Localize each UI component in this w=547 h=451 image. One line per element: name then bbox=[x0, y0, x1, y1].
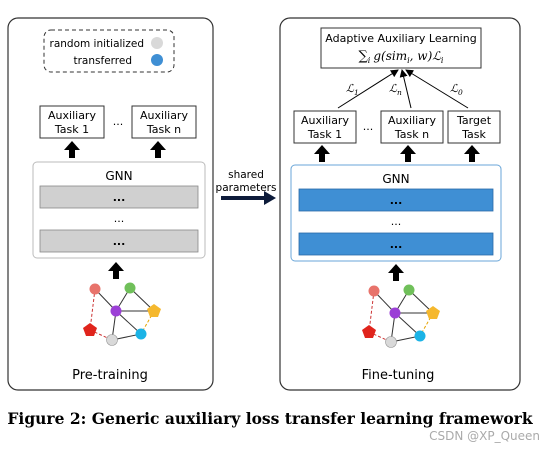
finetune-node-green bbox=[403, 284, 415, 296]
finetune-node-cyan bbox=[414, 330, 426, 342]
finetune-target-box bbox=[447, 110, 501, 144]
pretrain-arrow-up-left bbox=[64, 141, 80, 158]
finetune-arrow-up-target bbox=[464, 145, 480, 162]
finetune-arrow-up-graph bbox=[388, 264, 404, 281]
pretrain-layer-top bbox=[39, 185, 199, 209]
pretrain-node-gray bbox=[106, 334, 118, 346]
loss-arrow-n bbox=[399, 69, 412, 109]
pretrain-taskn-line2: Task n bbox=[146, 123, 181, 136]
pretrain-title: Pre-training bbox=[72, 368, 148, 383]
loss-arrow-1 bbox=[337, 69, 399, 109]
shared-arrow bbox=[221, 191, 276, 205]
pretrain-layer-bottom bbox=[39, 229, 199, 253]
finetune-target-line1: Target bbox=[456, 114, 492, 127]
adaptive-title: Adaptive Auxiliary Learning bbox=[325, 32, 476, 45]
finetune-layer-top bbox=[298, 188, 494, 212]
adaptive-box bbox=[320, 27, 482, 69]
finetune-layer-bottom-dots: ... bbox=[390, 238, 403, 251]
pretrain-arrow-up-right bbox=[150, 141, 166, 158]
finetune-arrow-up-n bbox=[400, 145, 416, 162]
finetune-taskn-line1: Auxiliary bbox=[388, 114, 436, 127]
finetune-node-purple bbox=[389, 307, 401, 319]
finetune-arrow-up-1 bbox=[314, 145, 330, 162]
pretrain-taskn-box bbox=[131, 105, 197, 139]
watermark: CSDN @XP_Queen bbox=[429, 429, 540, 443]
finetune-layer-bottom bbox=[298, 232, 494, 256]
loss-label-1: ℒ1 bbox=[346, 82, 359, 97]
finetune-node-gray bbox=[385, 336, 397, 348]
finetune-taskn-box bbox=[380, 110, 444, 144]
pretrain-task1-line1: Auxiliary bbox=[48, 109, 96, 122]
pretrain-node-purple bbox=[110, 305, 122, 317]
finetune-task1-line1: Auxiliary bbox=[301, 114, 349, 127]
loss-label-0: ℒ0 bbox=[450, 82, 463, 97]
legend-transferred-label: transferred bbox=[74, 55, 133, 67]
finetune-task1-line2: Task 1 bbox=[307, 128, 342, 141]
legend-random-dot bbox=[151, 37, 163, 49]
pretrain-task-ellipsis: ... bbox=[113, 115, 124, 128]
legend-transferred-dot bbox=[151, 54, 163, 66]
shared-label-line1: shared bbox=[228, 169, 264, 181]
pretrain-layer-bottom-dots: ... bbox=[113, 235, 126, 248]
pretrain-node-green bbox=[124, 282, 136, 294]
pretrain-layer-top-dots: ... bbox=[113, 191, 126, 204]
finetune-taskn-line2: Task n bbox=[394, 128, 429, 141]
finetune-title: Fine-tuning bbox=[362, 368, 435, 383]
finetune-gnn-title: GNN bbox=[382, 172, 409, 186]
pretrain-node-redpent bbox=[83, 323, 97, 336]
legend-box bbox=[43, 29, 175, 73]
finetune-task-ellipsis: ... bbox=[363, 120, 374, 133]
pretrain-node-red bbox=[89, 283, 101, 295]
finetune-layer-top-dots: ... bbox=[390, 194, 403, 207]
figure-caption: Figure 2: Generic auxiliary loss transfe… bbox=[7, 409, 532, 428]
pretrain-node-orange bbox=[147, 304, 161, 317]
loss-label-n: ℒn bbox=[389, 82, 402, 97]
finetune-mid-dots: ... bbox=[391, 215, 402, 228]
loss-arrow-0 bbox=[405, 69, 469, 109]
pretrain-node-cyan bbox=[135, 328, 147, 340]
finetune-target-line2: Task bbox=[461, 128, 486, 141]
finetune-node-redpent bbox=[362, 325, 376, 338]
pretrain-arrow-up-graph bbox=[108, 262, 124, 279]
finetune-task1-box bbox=[293, 110, 357, 144]
pretrain-gnn-title: GNN bbox=[105, 169, 132, 183]
finetune-panel bbox=[279, 17, 521, 391]
pretrain-taskn-line1: Auxiliary bbox=[140, 109, 188, 122]
finetune-node-orange bbox=[426, 306, 440, 319]
finetune-node-red bbox=[368, 285, 380, 297]
legend-random-label: random initialized bbox=[50, 38, 145, 50]
pretrain-mid-dots: ... bbox=[114, 212, 125, 225]
pretrain-panel bbox=[7, 17, 214, 391]
pretrain-task1-box bbox=[39, 105, 105, 139]
shared-label-line2: parameters bbox=[216, 182, 277, 194]
pretrain-task1-line2: Task 1 bbox=[54, 123, 89, 136]
